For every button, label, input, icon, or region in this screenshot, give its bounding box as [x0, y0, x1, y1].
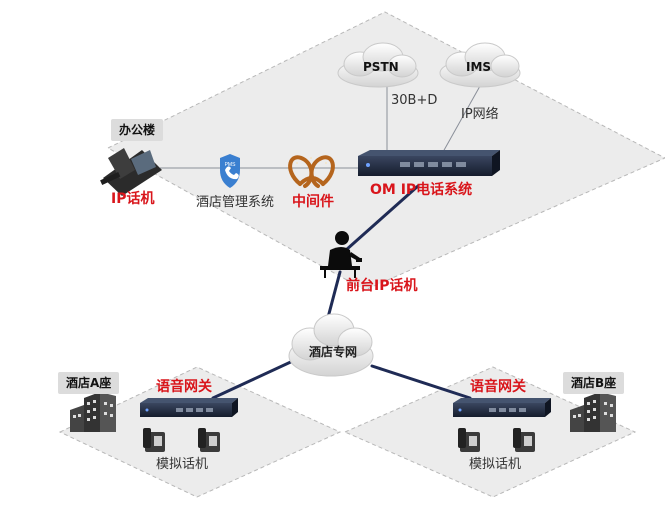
ip-network-label: IP网络 [461, 107, 499, 122]
om-system-label: OM IP电话系统 [370, 182, 473, 198]
hotel-b-tag: 酒店B座 [563, 372, 625, 394]
ims-label: IMS [466, 60, 492, 74]
voice-gateway-b-label: 语音网关 [470, 379, 526, 395]
ip-phone-label: IP话机 [111, 191, 155, 207]
thin-links [160, 85, 481, 169]
hotel-network-label: 酒店专网 [309, 345, 358, 359]
ims-cloud [439, 42, 521, 88]
trunk-30bd-label: 30B+D [391, 93, 438, 108]
om-system-device [358, 150, 500, 176]
front-desk-person-icon [320, 231, 362, 278]
pms-badge: PMS [225, 162, 237, 168]
voice-gateway-a-label: 语音网关 [156, 379, 212, 395]
voice-gateway-b-device [453, 398, 551, 417]
hotel-a-building-icon [70, 392, 116, 432]
pms-icon: PMS [220, 154, 240, 188]
middleware-salt [296, 157, 327, 164]
middleware-icon [288, 155, 335, 188]
analog-phone-keypads [154, 436, 532, 446]
front-desk-ip-phone-label: 前台IP话机 [346, 278, 418, 294]
analog-phone-a-label: 模拟话机 [156, 457, 209, 472]
hotel-a-tag: 酒店A座 [58, 372, 120, 394]
pstn-cloud [337, 42, 419, 88]
hotel-mgmt-system-label: 酒店管理系统 [196, 195, 275, 210]
hotel-b-building-icon [570, 392, 616, 432]
pstn-label: PSTN [363, 60, 399, 74]
ip-phone-icon [100, 148, 162, 196]
voice-gateway-a-device [140, 398, 238, 417]
hotel-network-cloud [288, 313, 374, 377]
analog-phone-b-label: 模拟话机 [469, 457, 522, 472]
middleware-label: 中间件 [292, 194, 334, 210]
office-building-tag: 办公楼 [111, 119, 164, 141]
